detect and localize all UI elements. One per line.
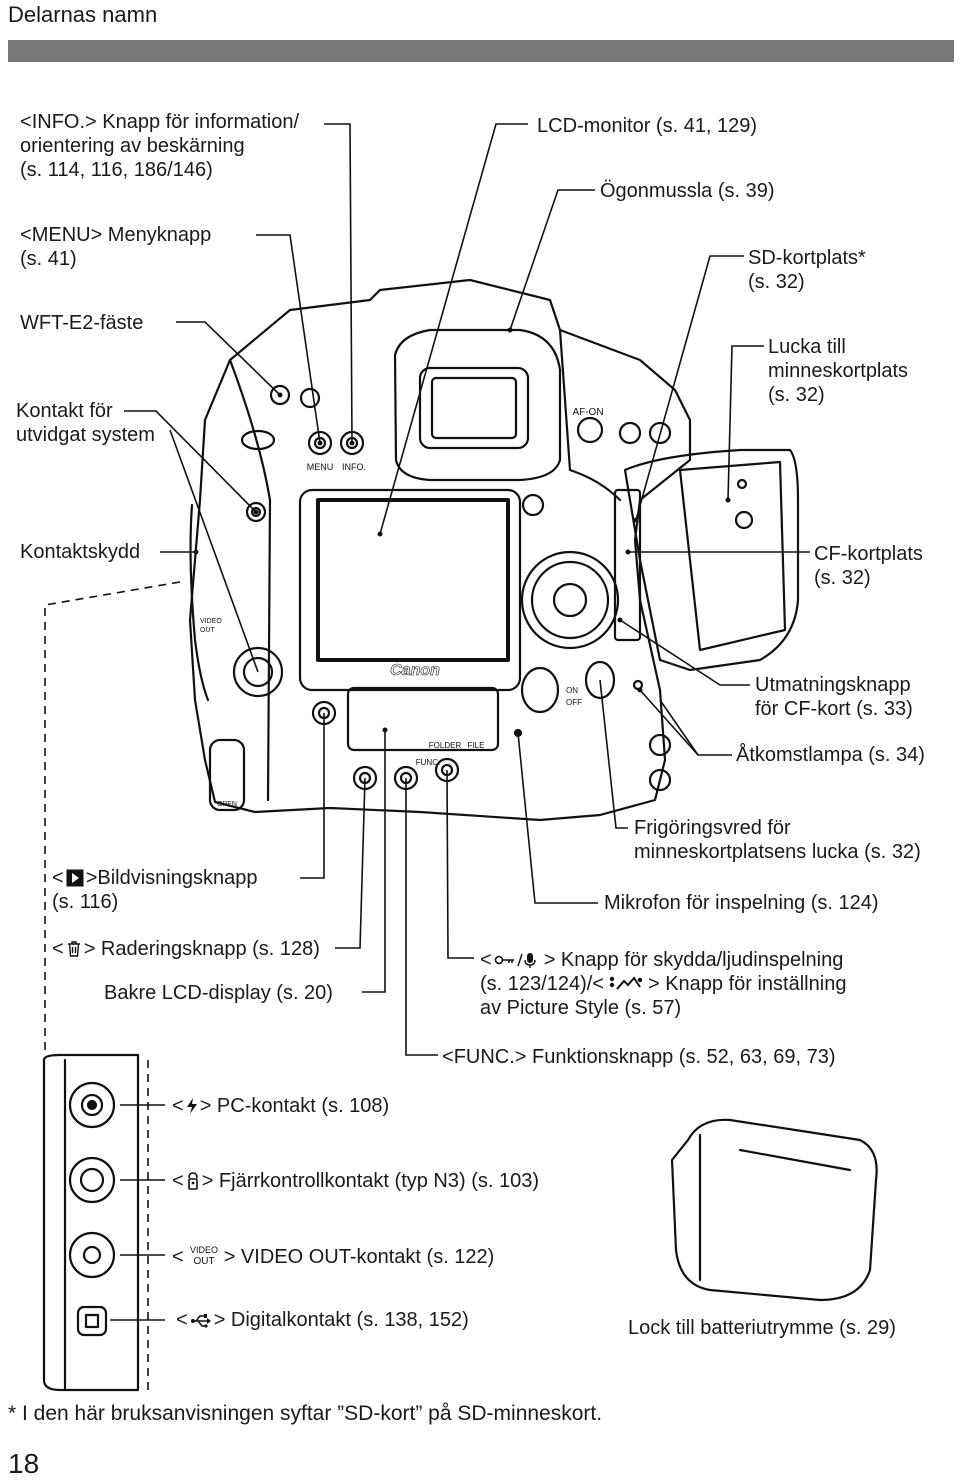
label-cf-slot: CF-kortplats (s. 32) bbox=[814, 543, 923, 589]
page-number: 18 bbox=[8, 1448, 40, 1479]
key-mic-icon bbox=[494, 951, 542, 969]
label-sd-slot: SD-kortplats* (s. 32) bbox=[748, 247, 866, 293]
label-cf-eject: Utmatningsknapp för CF-kort (s. 33) bbox=[755, 674, 913, 720]
svg-text:INFO.: INFO. bbox=[342, 462, 366, 472]
section-title: Delarnas namn bbox=[8, 2, 158, 27]
card-door bbox=[623, 448, 800, 672]
label-pc-terminal: <> PC-kontakt (s. 108) bbox=[172, 1095, 390, 1117]
lcd-monitor bbox=[298, 488, 522, 692]
label-protect-button: <> Knapp för skydda/ljudinspelning (s. 1… bbox=[480, 949, 847, 1019]
trash-icon bbox=[66, 940, 82, 958]
label-menu-button: <MENU> Menyknapp (s. 41) bbox=[20, 224, 212, 270]
footnote: * I den här bruksanvisningen syftar ”SD-… bbox=[8, 1402, 603, 1425]
svg-text:FUNC.: FUNC. bbox=[416, 758, 440, 767]
label-release-dial: Frigöringsvred för minneskortplatsens lu… bbox=[634, 817, 921, 863]
label-erase-button: <> Raderingsknapp (s. 128) bbox=[52, 938, 320, 960]
label-wft-mount: WFT-E2-fäste bbox=[20, 312, 144, 334]
playback-icon bbox=[66, 869, 84, 887]
label-extended-contact: Kontakt för utvidgat system bbox=[16, 400, 155, 446]
svg-text:OFF: OFF bbox=[566, 698, 582, 707]
label-microphone: Mikrofon för inspelning (s. 124) bbox=[604, 892, 879, 914]
brand-logo: Canon bbox=[390, 662, 440, 679]
svg-text:ON: ON bbox=[566, 686, 578, 695]
eyecup bbox=[393, 328, 562, 482]
svg-text:OPEN: OPEN bbox=[217, 801, 237, 808]
svg-text:AF-ON: AF-ON bbox=[572, 407, 603, 418]
label-digital-terminal: <> Digitalkontakt (s. 138, 152) bbox=[176, 1309, 469, 1331]
terminal-cover-shape bbox=[189, 503, 210, 702]
svg-text:OUT: OUT bbox=[200, 627, 216, 634]
label-remote-terminal: <> Fjärrkontrollkontakt (typ N3) (s. 103… bbox=[172, 1170, 540, 1192]
svg-text:FILE: FILE bbox=[468, 741, 485, 750]
rear-lcd-panel bbox=[346, 686, 500, 752]
svg-text:OUT: OUT bbox=[193, 1256, 214, 1266]
remote-icon bbox=[186, 1172, 200, 1190]
svg-text:MENU: MENU bbox=[307, 462, 334, 472]
header-bar bbox=[8, 40, 954, 62]
svg-text:FOLDER: FOLDER bbox=[429, 741, 462, 750]
label-access-lamp: Åtkomstlampa (s. 34) bbox=[736, 744, 925, 766]
svg-text:VIDEO: VIDEO bbox=[190, 1245, 218, 1255]
label-info-button: <INFO.> Knapp för information/ orienteri… bbox=[20, 111, 300, 181]
battery-cover-shape bbox=[670, 1118, 878, 1302]
label-terminal-cover: Kontaktskydd bbox=[20, 541, 141, 563]
picture-style-icon bbox=[606, 975, 646, 993]
label-battery-cover: Lock till batteriutrymme (s. 29) bbox=[628, 1317, 896, 1339]
label-playback-button: <>Bildvisningsknapp (s. 116) bbox=[52, 867, 258, 913]
label-eyecup: Ögonmussla (s. 39) bbox=[600, 180, 775, 202]
label-rear-lcd: Bakre LCD-display (s. 20) bbox=[104, 982, 333, 1004]
label-card-slot-cover: Lucka till minneskortplats (s. 32) bbox=[768, 336, 909, 406]
quick-control-dial bbox=[520, 550, 620, 650]
svg-text:VIDEO: VIDEO bbox=[200, 618, 222, 625]
label-func-button: <FUNC.> Funktionsknapp (s. 52, 63, 69, 7… bbox=[442, 1046, 836, 1068]
usb-icon bbox=[190, 1313, 212, 1329]
flash-icon bbox=[186, 1097, 198, 1115]
label-lcd-monitor: LCD-monitor (s. 41, 129) bbox=[537, 115, 758, 137]
